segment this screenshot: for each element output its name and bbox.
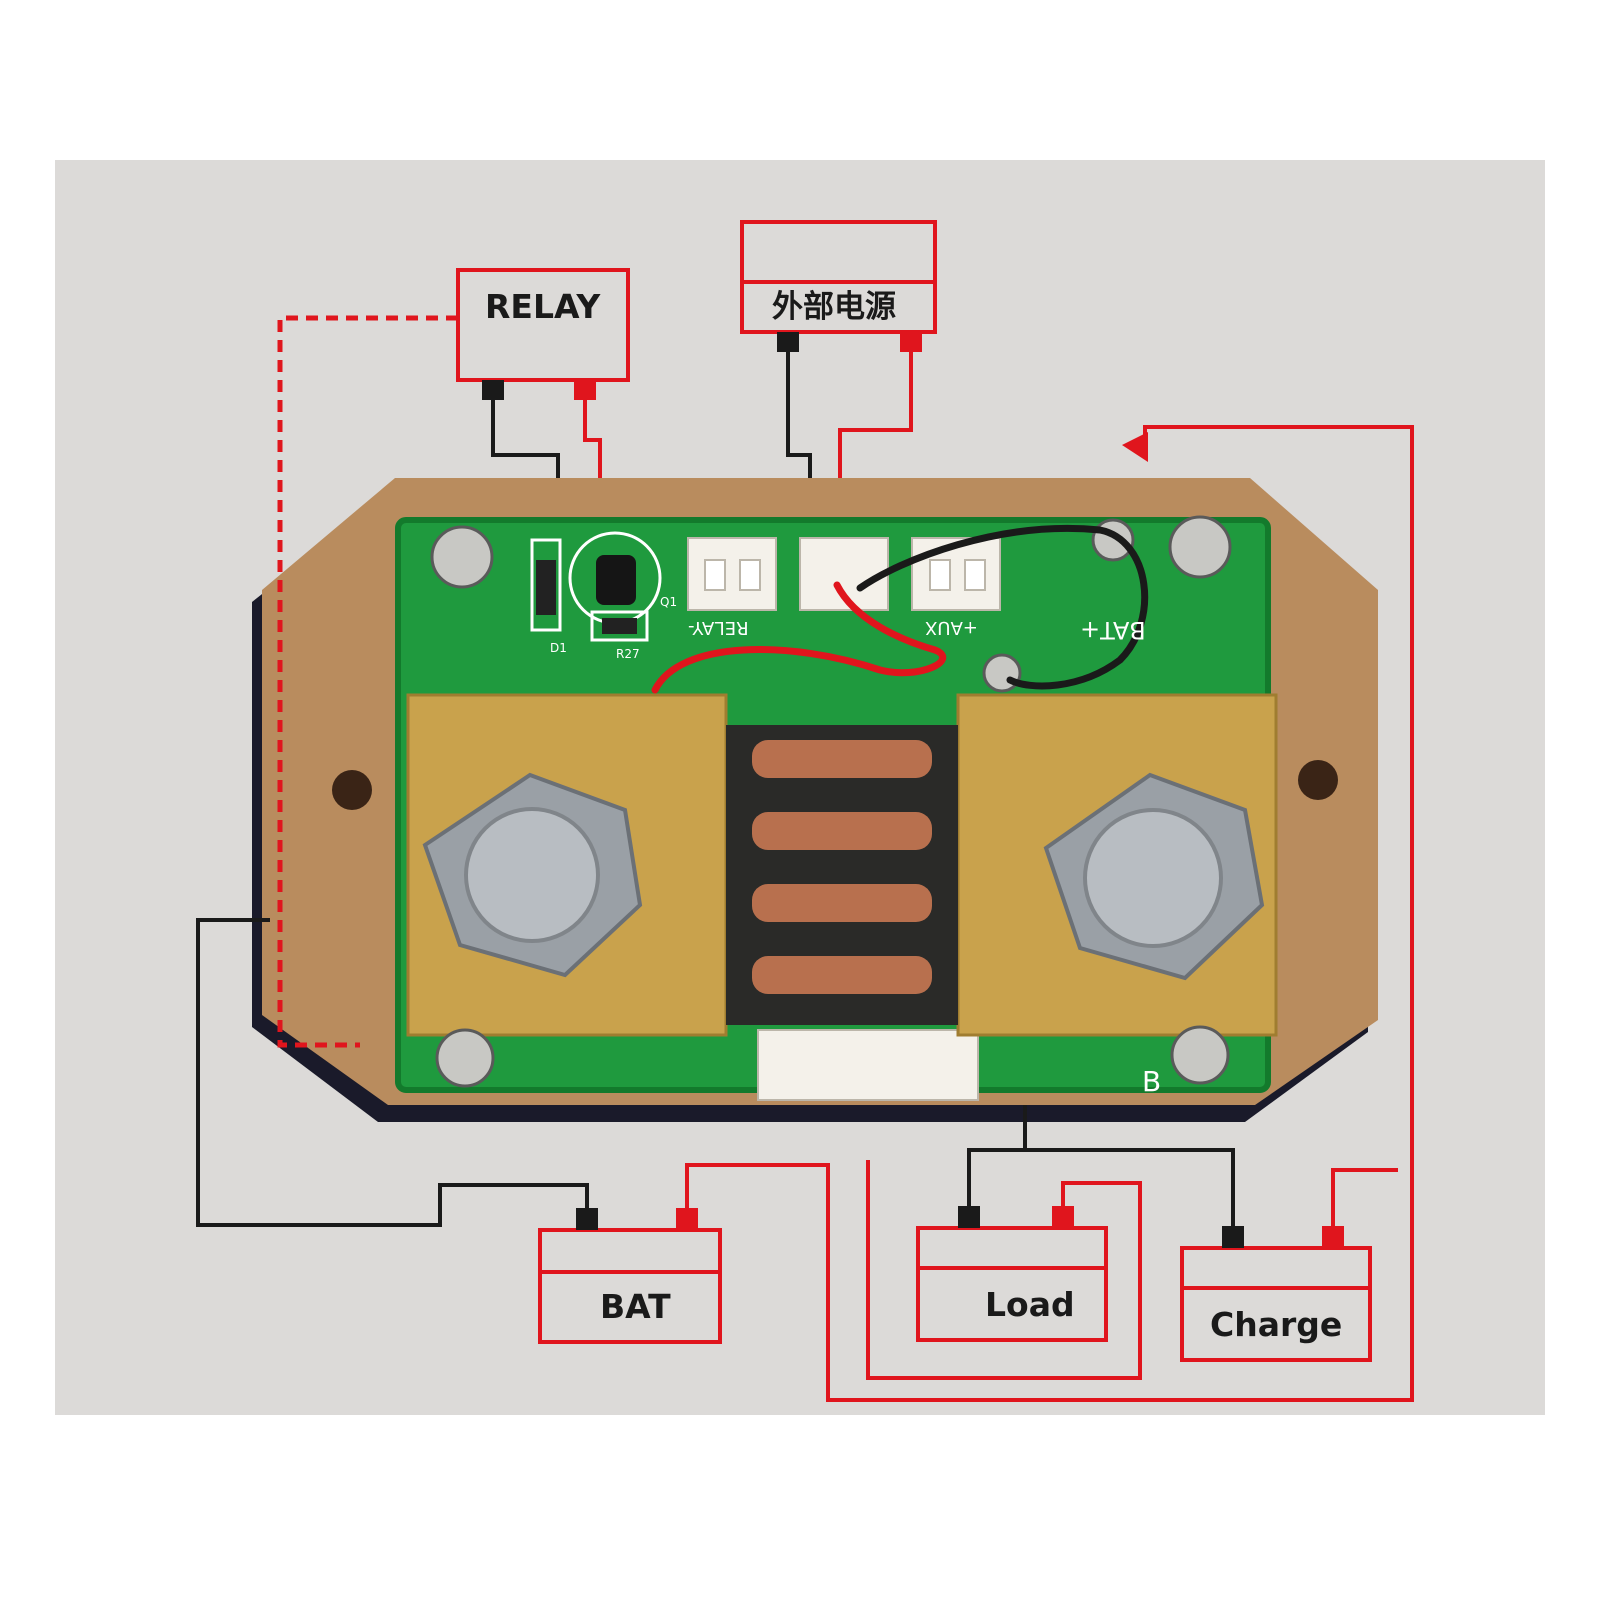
wire-red	[583, 352, 1414, 1402]
wire-black	[196, 352, 1235, 1227]
mounting-hole-right	[1298, 760, 1338, 800]
external-power-label: 外部电源	[772, 289, 896, 325]
silkscreen-q1: Q1	[660, 595, 678, 609]
board-jumpers	[651, 524, 1149, 694]
pcb-connectors	[687, 537, 1001, 1101]
load-label: Load	[985, 1285, 1075, 1324]
relay-module	[456, 268, 630, 382]
battery-label: BAT	[600, 1287, 671, 1326]
silkscreen-aux-port: +AUX	[925, 617, 978, 638]
battery-module	[538, 1228, 722, 1344]
shunt	[406, 693, 1278, 1037]
charge-label: Charge	[1210, 1305, 1343, 1344]
relay-label: RELAY	[485, 287, 601, 326]
wire-red-dashed	[277, 315, 458, 1048]
silkscreen-r27: R27	[616, 647, 640, 661]
shunt-strips	[726, 725, 958, 1025]
silkscreen-bat-plus: BAT+	[1080, 616, 1146, 644]
silkscreen-d1: D1	[550, 641, 567, 655]
mounting-hole-left	[332, 770, 372, 810]
load-module	[916, 1226, 1108, 1342]
silkscreen-relay-port: RELAY-	[688, 617, 749, 638]
silkscreen-b: B	[1142, 1065, 1162, 1098]
external-power-module	[740, 220, 937, 334]
charge-module	[1180, 1246, 1372, 1362]
arrow-icon	[1122, 432, 1148, 462]
module-terminals	[482, 332, 1344, 1248]
